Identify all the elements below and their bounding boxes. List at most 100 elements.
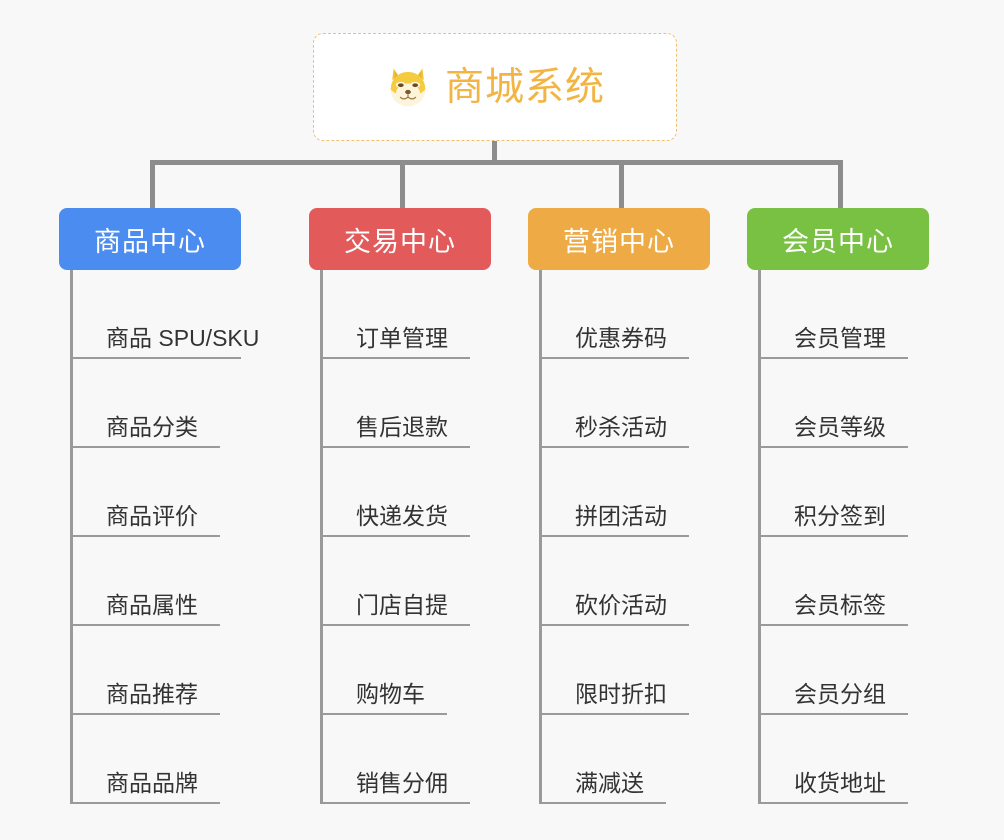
leaf-label: 会员管理 <box>794 325 886 352</box>
leaf-label: 收货地址 <box>794 770 886 797</box>
leaf-label: 积分签到 <box>794 503 886 530</box>
leaf-item[interactable]: 满减送 <box>528 715 710 804</box>
leaf-label: 砍价活动 <box>575 592 667 619</box>
leaf-label: 门店自提 <box>356 592 448 619</box>
leaf-list-marketing-center: 优惠券码秒杀活动拼团活动砍价活动限时折扣满减送 <box>528 270 710 804</box>
leaf-label: 会员等级 <box>794 414 886 441</box>
leaf-item[interactable]: 售后退款 <box>309 359 491 448</box>
leaf-underline: 会员分组 <box>758 680 908 715</box>
leaf-label: 限时折扣 <box>575 681 667 708</box>
leaf-label: 商品评价 <box>106 503 198 530</box>
leaf-underline: 订单管理 <box>320 324 470 359</box>
leaf-trunk <box>70 270 73 804</box>
leaf-underline: 商品 SPU/SKU <box>70 324 259 359</box>
leaf-item[interactable]: 商品评价 <box>59 448 241 537</box>
leaf-item[interactable]: 会员等级 <box>747 359 929 448</box>
leaf-item[interactable]: 优惠券码 <box>528 270 710 359</box>
leaf-label: 售后退款 <box>356 414 448 441</box>
leaf-item[interactable]: 会员分组 <box>747 626 929 715</box>
leaf-label: 商品品牌 <box>106 770 198 797</box>
connector-drop-product-center <box>150 160 155 208</box>
leaf-label: 商品 SPU/SKU <box>106 325 260 352</box>
connector-drop-marketing-center <box>619 160 624 208</box>
leaf-underline: 会员等级 <box>758 413 908 448</box>
leaf-item[interactable]: 快递发货 <box>309 448 491 537</box>
leaf-item[interactable]: 商品推荐 <box>59 626 241 715</box>
leaf-underline: 会员管理 <box>758 324 908 359</box>
leaf-underline: 门店自提 <box>320 591 470 626</box>
leaf-underline: 商品评价 <box>70 502 220 537</box>
leaf-trunk <box>758 270 761 804</box>
leaf-label: 商品分类 <box>106 414 198 441</box>
leaf-underline: 商品属性 <box>70 591 220 626</box>
leaf-underline: 积分签到 <box>758 502 908 537</box>
leaf-label: 购物车 <box>356 681 425 708</box>
leaf-label: 拼团活动 <box>575 503 667 530</box>
leaf-underline: 商品分类 <box>70 413 220 448</box>
leaf-underline: 购物车 <box>320 680 447 715</box>
leaf-underline: 限时折扣 <box>539 680 689 715</box>
leaf-label: 会员分组 <box>794 681 886 708</box>
category-label: 营销中心 <box>563 226 675 257</box>
leaf-item[interactable]: 会员标签 <box>747 537 929 626</box>
category-label: 商品中心 <box>94 226 206 257</box>
leaf-trunk <box>539 270 542 804</box>
leaf-label: 商品属性 <box>106 592 198 619</box>
leaf-label: 商品推荐 <box>106 681 198 708</box>
leaf-item[interactable]: 订单管理 <box>309 270 491 359</box>
leaf-label: 快递发货 <box>356 503 448 530</box>
root-node[interactable]: 商城系统 <box>313 33 677 141</box>
category-label: 会员中心 <box>782 226 894 257</box>
category-box-marketing-center[interactable]: 营销中心 <box>528 208 710 270</box>
leaf-item[interactable]: 限时折扣 <box>528 626 710 715</box>
leaf-item[interactable]: 积分签到 <box>747 448 929 537</box>
leaf-underline: 销售分佣 <box>320 769 470 804</box>
leaf-item[interactable]: 砍价活动 <box>528 537 710 626</box>
leaf-underline: 秒杀活动 <box>539 413 689 448</box>
leaf-item[interactable]: 商品分类 <box>59 359 241 448</box>
leaf-item[interactable]: 会员管理 <box>747 270 929 359</box>
leaf-underline: 售后退款 <box>320 413 470 448</box>
leaf-item[interactable]: 销售分佣 <box>309 715 491 804</box>
leaf-label: 秒杀活动 <box>575 414 667 441</box>
leaf-underline: 收货地址 <box>758 769 908 804</box>
category-box-product-center[interactable]: 商品中心 <box>59 208 241 270</box>
column-product-center: 商品中心商品 SPU/SKU 商品分类商品评价商品属性商品推荐商品品牌 <box>59 208 259 804</box>
connector-bus <box>150 160 839 165</box>
leaf-label: 优惠券码 <box>575 325 667 352</box>
column-trade-center: 交易中心订单管理售后退款快递发货门店自提购物车销售分佣 <box>309 208 491 804</box>
leaf-underline: 优惠券码 <box>539 324 689 359</box>
leaf-item[interactable]: 拼团活动 <box>528 448 710 537</box>
shiba-dog-face-icon <box>390 68 426 107</box>
leaf-underline: 拼团活动 <box>539 502 689 537</box>
column-member-center: 会员中心会员管理会员等级积分签到会员标签会员分组收货地址 <box>747 208 929 804</box>
leaf-label: 订单管理 <box>356 325 448 352</box>
category-box-member-center[interactable]: 会员中心 <box>747 208 929 270</box>
leaf-list-trade-center: 订单管理售后退款快递发货门店自提购物车销售分佣 <box>309 270 491 804</box>
leaf-label: 销售分佣 <box>356 770 448 797</box>
leaf-item[interactable]: 秒杀活动 <box>528 359 710 448</box>
leaf-item[interactable]: 商品属性 <box>59 537 241 626</box>
connector-drop-member-center <box>838 160 843 208</box>
leaf-underline: 商品推荐 <box>70 680 220 715</box>
category-label: 交易中心 <box>344 226 456 257</box>
leaf-item[interactable]: 门店自提 <box>309 537 491 626</box>
leaf-list-member-center: 会员管理会员等级积分签到会员标签会员分组收货地址 <box>747 270 929 804</box>
category-box-trade-center[interactable]: 交易中心 <box>309 208 491 270</box>
leaf-underline: 满减送 <box>539 769 666 804</box>
connector-stem <box>492 141 497 163</box>
leaf-item[interactable]: 商品 SPU/SKU <box>59 270 259 359</box>
leaf-label: 满减送 <box>575 770 644 797</box>
root-title: 商城系统 <box>444 65 605 109</box>
column-marketing-center: 营销中心优惠券码秒杀活动拼团活动砍价活动限时折扣满减送 <box>528 208 710 804</box>
leaf-underline: 会员标签 <box>758 591 908 626</box>
leaf-underline: 快递发货 <box>320 502 470 537</box>
leaf-item[interactable]: 收货地址 <box>747 715 929 804</box>
leaf-item[interactable]: 商品品牌 <box>59 715 241 804</box>
leaf-list-product-center: 商品 SPU/SKU 商品分类商品评价商品属性商品推荐商品品牌 <box>59 270 259 804</box>
leaf-trunk <box>320 270 323 804</box>
connector-drop-trade-center <box>400 160 405 208</box>
leaf-underline: 商品品牌 <box>70 769 220 804</box>
leaf-item[interactable]: 购物车 <box>309 626 491 715</box>
